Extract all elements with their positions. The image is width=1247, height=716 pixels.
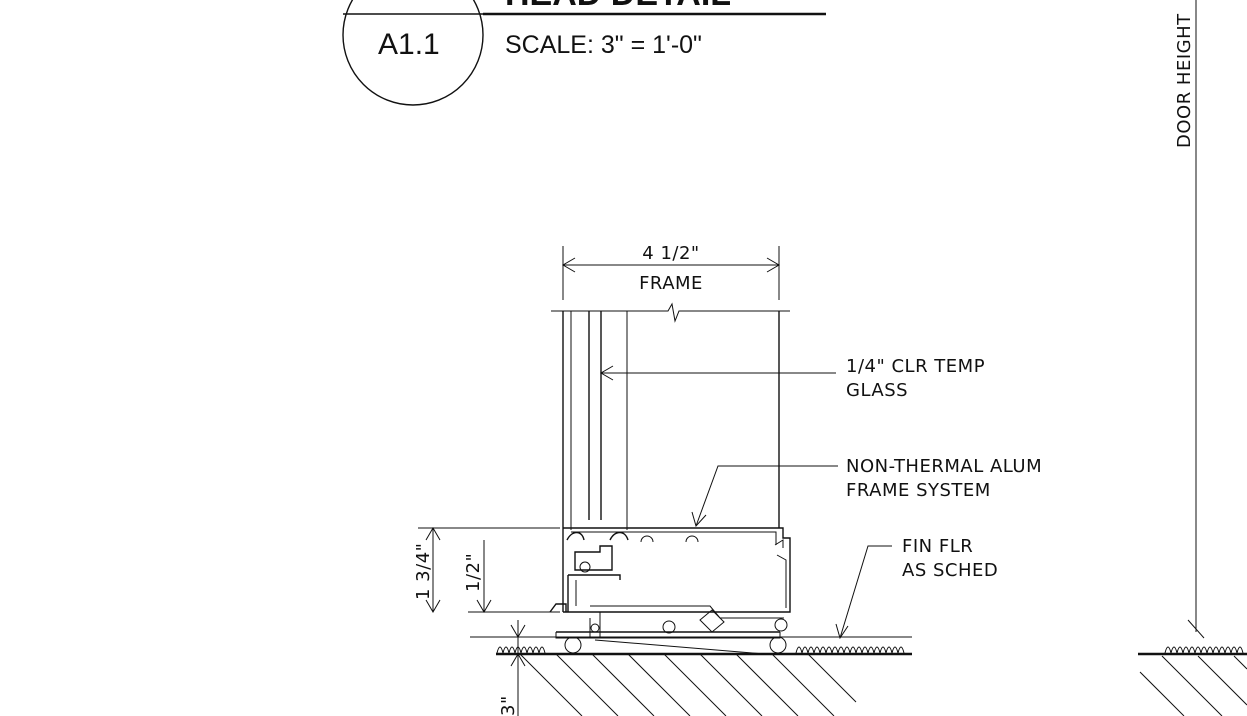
frame-section: [549, 311, 791, 639]
scale-note: SCALE: 3" = 1'-0": [505, 31, 702, 59]
floor-callout-line2: AS SCHED: [902, 560, 998, 581]
carpet-left: [496, 646, 546, 654]
detail-number: A1.1: [378, 28, 440, 61]
glass-callout-line2: GLASS: [846, 380, 908, 401]
threshold-height-value: 3": [498, 695, 519, 716]
title-block: A1.1 HEAD DETAIL SCALE: 3" = 1'-0": [342, 0, 826, 106]
frame-width-dimension: 4 1/2" FRAME: [562, 243, 780, 300]
door-height-dimension: DOOR HEIGHT: [1174, 0, 1205, 639]
frame-callout-line2: FRAME SYSTEM: [846, 480, 991, 501]
overall-height-value: 1 3/4": [413, 543, 434, 600]
glass-callout-line1: 1/4" CLR TEMP: [846, 356, 985, 377]
break-line: [551, 302, 790, 323]
detail-bubble: [342, 0, 484, 106]
floor-callout-line1: FIN FLR: [902, 536, 973, 557]
slab-hatch: [519, 653, 1247, 716]
glass-callout: 1/4" CLR TEMP GLASS: [600, 356, 985, 401]
door-height-label: DOOR HEIGHT: [1174, 13, 1195, 148]
carpet-right: [795, 646, 905, 654]
frame-width-value: 4 1/2": [642, 243, 699, 264]
floor-callout: FIN FLR AS SCHED: [835, 536, 998, 640]
threshold-and-floor: [470, 636, 1247, 716]
frame-width-label: FRAME: [639, 273, 703, 294]
frame-callout-line1: NON-THERMAL ALUM: [846, 456, 1042, 477]
height-dimensions: 1 3/4" 1/2" 3": [413, 527, 560, 716]
frame-callout: NON-THERMAL ALUM FRAME SYSTEM: [691, 456, 1042, 528]
partial-height-value: 1/2": [463, 553, 484, 592]
carpet-far-right: [1164, 646, 1244, 654]
detail-title: HEAD DETAIL: [505, 0, 731, 13]
